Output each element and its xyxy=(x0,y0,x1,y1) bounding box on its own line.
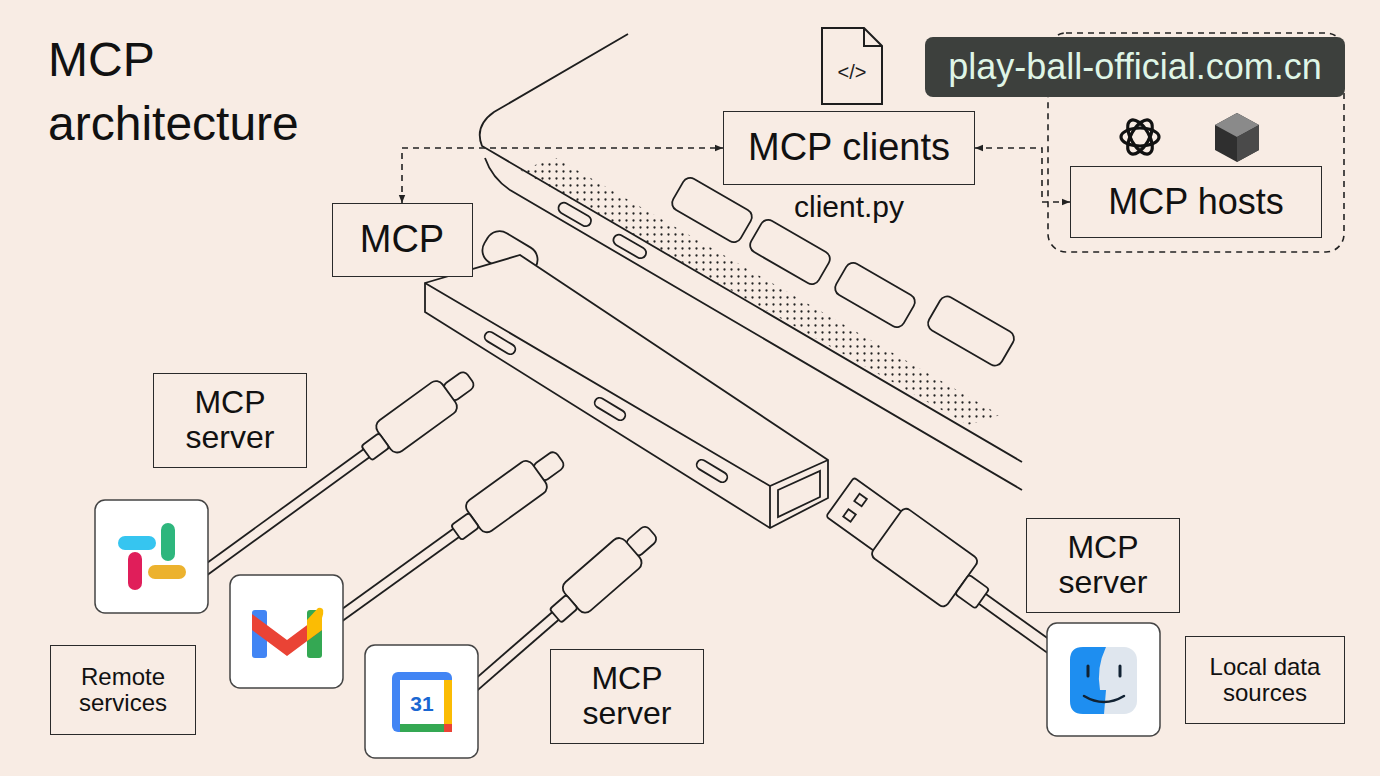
watermark: play-ball-official.com.cn xyxy=(925,37,1345,97)
laptop-part xyxy=(747,217,833,287)
usb-hub-part xyxy=(425,255,828,528)
box-label: MCP server xyxy=(1038,530,1168,600)
box-label: MCP hosts xyxy=(1108,182,1283,222)
code-file-icon xyxy=(822,28,882,104)
calendar-icon-part xyxy=(365,645,478,758)
cube-logo-part xyxy=(1215,113,1259,162)
laptop-part xyxy=(925,294,1017,369)
cube-logo-part xyxy=(1237,125,1259,162)
box-sublabel: client.py xyxy=(794,190,904,223)
calendar-icon-part xyxy=(400,724,444,732)
usb-c-cable xyxy=(324,443,571,636)
laptop-part xyxy=(611,233,648,261)
finder-icon-part xyxy=(1070,647,1106,714)
box-label: MCP server xyxy=(562,661,692,731)
diagram-title: MCP architecture xyxy=(48,28,378,156)
gmail-icon-part xyxy=(230,575,343,688)
calendar-icon-part xyxy=(444,680,452,724)
finder-icon-part xyxy=(1119,666,1122,676)
code-symbol: </> xyxy=(838,62,867,82)
finder-icon-part xyxy=(1047,623,1160,736)
usb-hub xyxy=(425,226,828,528)
client-box: MCP clientsclient.py xyxy=(723,111,975,185)
box-label: Remote services xyxy=(62,664,184,717)
usb-hub-part xyxy=(593,396,627,422)
calendar-icon-part xyxy=(444,724,452,732)
usb-c-cable-part xyxy=(338,537,459,624)
slack-icon-part xyxy=(148,565,186,579)
usb-c-cable-part xyxy=(473,620,558,694)
finder-icon-part xyxy=(1087,666,1090,676)
usb-c-cable-part xyxy=(361,433,389,460)
calendar-icon-part xyxy=(400,680,444,724)
openai-logo-part xyxy=(1123,116,1158,158)
slack-icon-part xyxy=(118,536,156,550)
laptop-part xyxy=(669,175,755,245)
box-label: Local data sources xyxy=(1197,654,1333,707)
code-file-icon-part xyxy=(822,28,882,104)
gmail-icon-part xyxy=(307,608,323,641)
slack-icon xyxy=(95,500,208,613)
server-box: MCP server xyxy=(1026,518,1180,613)
openai-logo xyxy=(1121,116,1159,158)
laptop-part xyxy=(556,201,593,229)
calendar-icon-part xyxy=(392,672,452,732)
usb-c-cable-part xyxy=(549,595,577,623)
finder-icon xyxy=(1047,623,1160,736)
slack-icon-part xyxy=(95,500,208,613)
note-box: Local data sources xyxy=(1185,636,1345,724)
usb-a-cable-part xyxy=(955,575,989,609)
openai-logo-part xyxy=(1123,116,1158,158)
dashed-connector xyxy=(975,148,1070,202)
usb-a-cable-part xyxy=(843,509,856,522)
gmail-icon xyxy=(230,575,343,688)
dashed-connector xyxy=(402,148,723,203)
calendar-icon xyxy=(365,645,478,758)
protocol-box: MCP xyxy=(332,203,473,277)
box-label: MCP xyxy=(360,219,444,261)
server-box: MCP server xyxy=(153,373,307,468)
usb-hub-part xyxy=(695,458,729,484)
calendar-day: 31 xyxy=(410,693,433,714)
usb-hub-part xyxy=(778,471,820,517)
note-box: Remote services xyxy=(50,645,196,735)
usb-hub-part xyxy=(483,330,517,356)
finder-icon-part xyxy=(1070,647,1137,714)
usb-a-cable-part xyxy=(854,494,867,507)
usb-c-cable-part xyxy=(467,612,552,686)
usb-c-cable-part xyxy=(451,513,479,540)
host-box: MCP hosts xyxy=(1070,166,1322,238)
usb-c-cable-part xyxy=(206,457,369,576)
cube-logo xyxy=(1215,113,1259,162)
slack-icon-part xyxy=(161,523,175,561)
slack-icon-part xyxy=(128,552,142,590)
server-box: MCP server xyxy=(550,649,704,744)
finder-icon-part xyxy=(1084,696,1124,702)
box-label: MCP clients xyxy=(748,127,950,169)
code-file-icon-part xyxy=(864,28,882,46)
box-label: MCP server xyxy=(165,385,295,455)
laptop-part xyxy=(832,260,918,330)
usb-c-cable-part xyxy=(332,529,453,616)
